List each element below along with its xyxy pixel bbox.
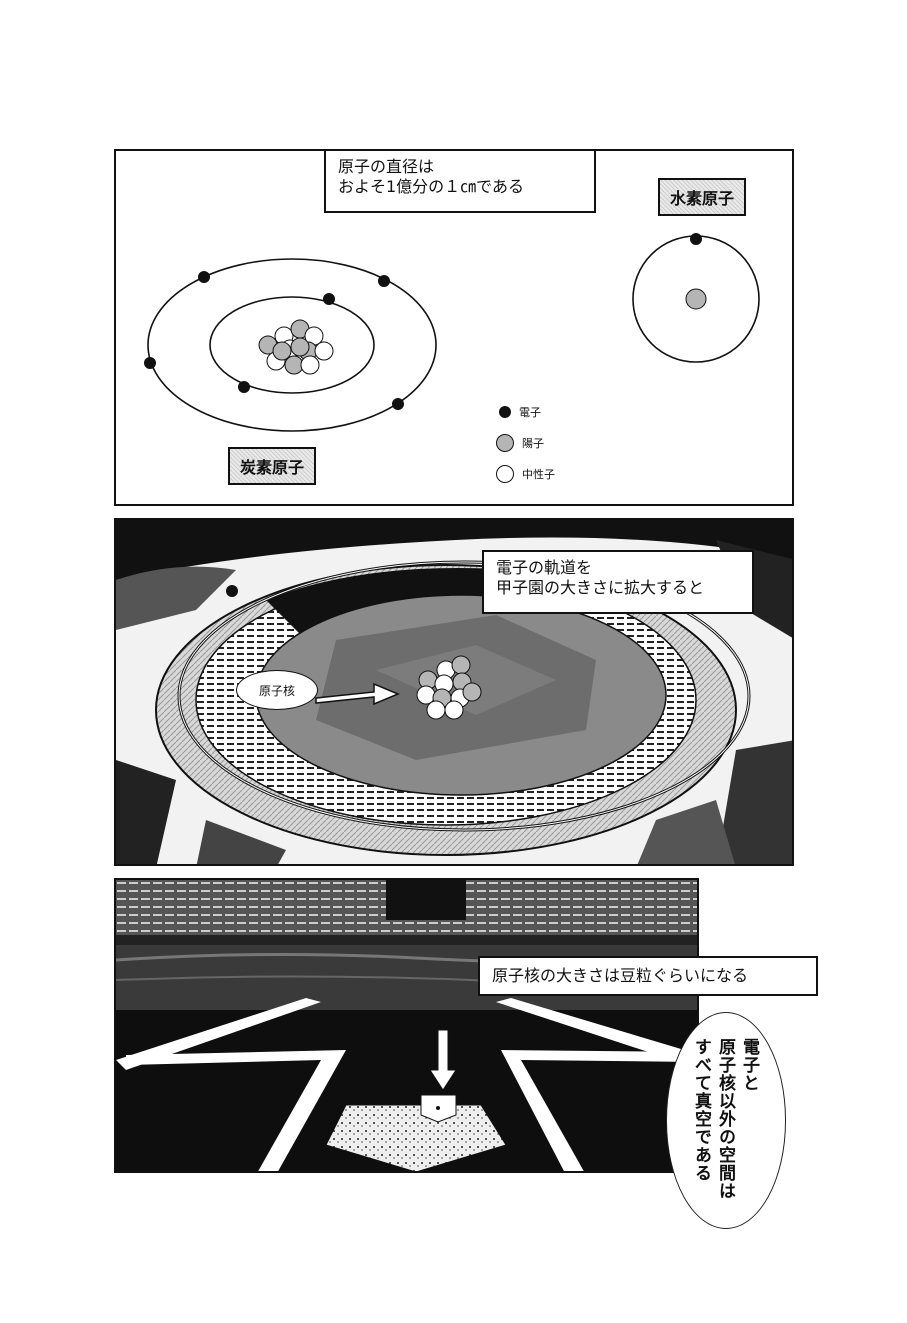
legend-neutron: 中性子 bbox=[496, 465, 555, 483]
atom-diagram-panel: 原子の直径は およそ1億分の１㎝である 水素原子 炭素原子 電子 陽子 中性子 bbox=[114, 149, 794, 506]
electron-legend-dot bbox=[499, 406, 511, 418]
caption-text: 原子核の大きさは豆粒ぐらいになる bbox=[492, 966, 749, 985]
carbon-atom-label: 炭素原子 bbox=[228, 447, 317, 485]
bubble-line-1: 電子と bbox=[739, 1038, 759, 1092]
legend-label: 陽子 bbox=[522, 437, 544, 450]
carbon-outer-orbit bbox=[147, 258, 437, 432]
atom-diagram-art bbox=[144, 233, 760, 432]
legend-electron: 電子 bbox=[499, 404, 541, 420]
hydrogen-proton bbox=[685, 288, 707, 310]
carbon-nucleus bbox=[258, 319, 334, 375]
caption-line: 甲子園の大きさに拡大すると bbox=[496, 578, 705, 597]
nucleus-arrow bbox=[315, 682, 400, 706]
nucleus-label-bubble: 原子核 bbox=[236, 670, 318, 710]
nucleus-label: 原子核 bbox=[258, 683, 295, 698]
orbit-expansion-caption: 電子の軌道を 甲子園の大きさに拡大すると bbox=[482, 550, 754, 614]
bubble-line-2: 原子核以外の空間は bbox=[715, 1038, 735, 1200]
caption-line: 原子の直径は bbox=[338, 157, 435, 176]
legend-proton: 陽子 bbox=[496, 434, 544, 452]
hydrogen-atom-label: 水素原子 bbox=[658, 178, 747, 216]
atom-size-caption: 原子の直径は およそ1億分の１㎝である bbox=[324, 151, 596, 213]
hydrogen-electron bbox=[690, 233, 702, 245]
stadium-nucleus bbox=[416, 655, 482, 720]
caption-line: 電子の軌道を bbox=[496, 558, 593, 577]
caption-line: およそ1億分の１㎝である bbox=[338, 177, 525, 196]
stadium-aerial-panel: 原子核 電子の軌道を 甲子園の大きさに拡大すると bbox=[114, 518, 794, 866]
bubble-line-3: すべて真空である bbox=[691, 1038, 711, 1182]
home-plate-art bbox=[116, 880, 697, 1171]
vacuum-speech-bubble bbox=[666, 1012, 786, 1229]
carbon-electrons bbox=[144, 271, 404, 410]
legend-label: 電子 bbox=[519, 406, 541, 419]
nucleus-size-caption-overlay: 原子核の大きさは豆粒ぐらいになる bbox=[478, 956, 818, 996]
neutron-legend-dot bbox=[496, 465, 514, 483]
orbit-electron bbox=[226, 585, 238, 597]
carbon-inner-orbit bbox=[209, 296, 375, 394]
down-arrow bbox=[429, 1029, 457, 1091]
home-plate-panel: 原子核の大きさは豆粒ぐらいになる bbox=[114, 878, 699, 1173]
legend-label: 中性子 bbox=[522, 468, 555, 481]
proton-legend-dot bbox=[496, 434, 514, 452]
